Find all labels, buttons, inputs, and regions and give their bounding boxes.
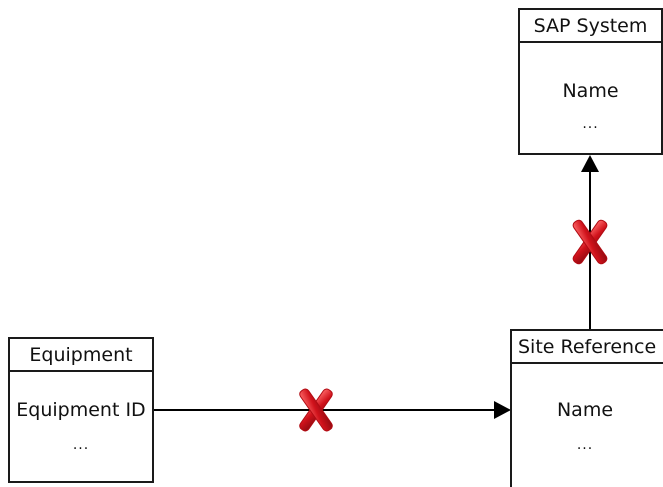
arrowhead-icon [494,401,511,419]
entity-title: Equipment [10,339,152,372]
entity-ellipsis: ... [72,437,90,453]
entity-ellipsis: ... [576,437,594,453]
connector-site-reference-to-sap-system [572,155,608,329]
entity-site-reference[interactable]: Site Reference Name ... [510,329,663,487]
arrowhead-icon [581,155,599,172]
entity-ellipsis: ... [582,116,599,132]
entity-attribute: Name [556,399,614,421]
connector-equipment-to-site-reference [154,388,511,432]
entity-title: Site Reference [512,331,663,364]
red-cross-icon [299,388,333,432]
entity-attribute: Name [562,80,619,102]
red-cross-icon [572,219,608,265]
entity-attribute: Equipment ID [16,399,146,421]
entity-sap-system[interactable]: SAP System Name ... [518,8,663,155]
entity-equipment[interactable]: Equipment Equipment ID ... [8,337,154,483]
entity-title: SAP System [520,10,661,43]
